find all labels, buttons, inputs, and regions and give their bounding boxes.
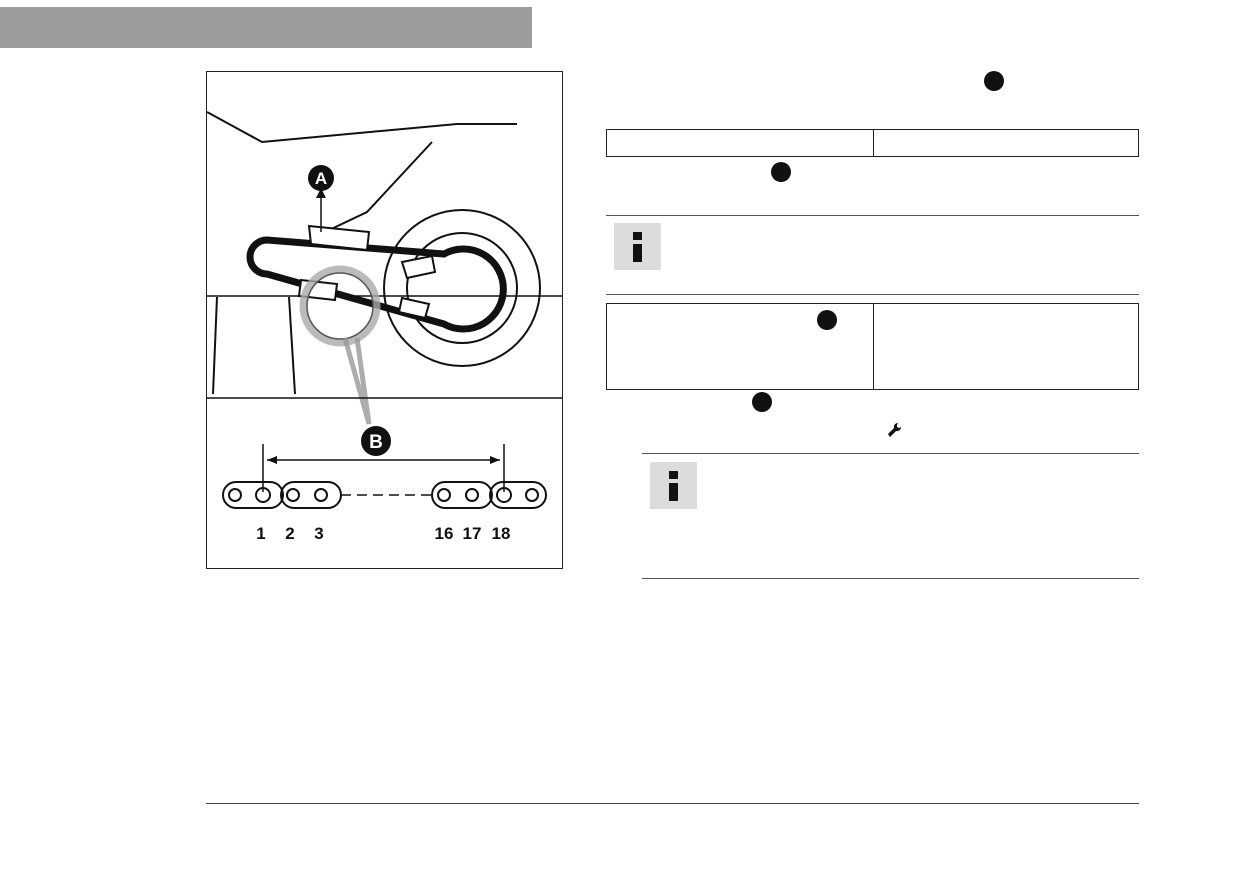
info-rule-top — [642, 453, 1139, 454]
info-rule-top — [606, 215, 1139, 216]
info-icon — [614, 223, 661, 270]
step-dot-icon — [817, 310, 837, 330]
step-dot-icon — [984, 71, 1004, 91]
table-divider — [873, 304, 874, 389]
spec-table — [606, 129, 1139, 157]
pin-label-2: 2 — [285, 524, 294, 543]
info-rule-bottom — [606, 294, 1139, 295]
pin-label-16: 16 — [435, 524, 454, 543]
footer-rule — [206, 803, 1139, 804]
pin-label-18: 18 — [492, 524, 511, 543]
chain-wear-figure: A B 1 2 3 16 — [206, 71, 563, 569]
pin-label-3: 3 — [314, 524, 323, 543]
step-dot-icon — [752, 392, 772, 412]
spec-table — [606, 303, 1139, 390]
callout-a: A — [315, 169, 327, 188]
info-icon — [650, 462, 697, 509]
step-dot-icon — [771, 162, 791, 182]
chain-illustration: A B 1 2 3 16 — [207, 111, 562, 543]
pin-label-1: 1 — [256, 524, 265, 543]
callout-b: B — [369, 432, 383, 453]
wrench-icon — [888, 422, 902, 437]
pin-label-17: 17 — [463, 524, 482, 543]
info-rule-bottom — [642, 578, 1139, 579]
header-bar — [0, 7, 532, 48]
table-divider — [873, 130, 874, 156]
